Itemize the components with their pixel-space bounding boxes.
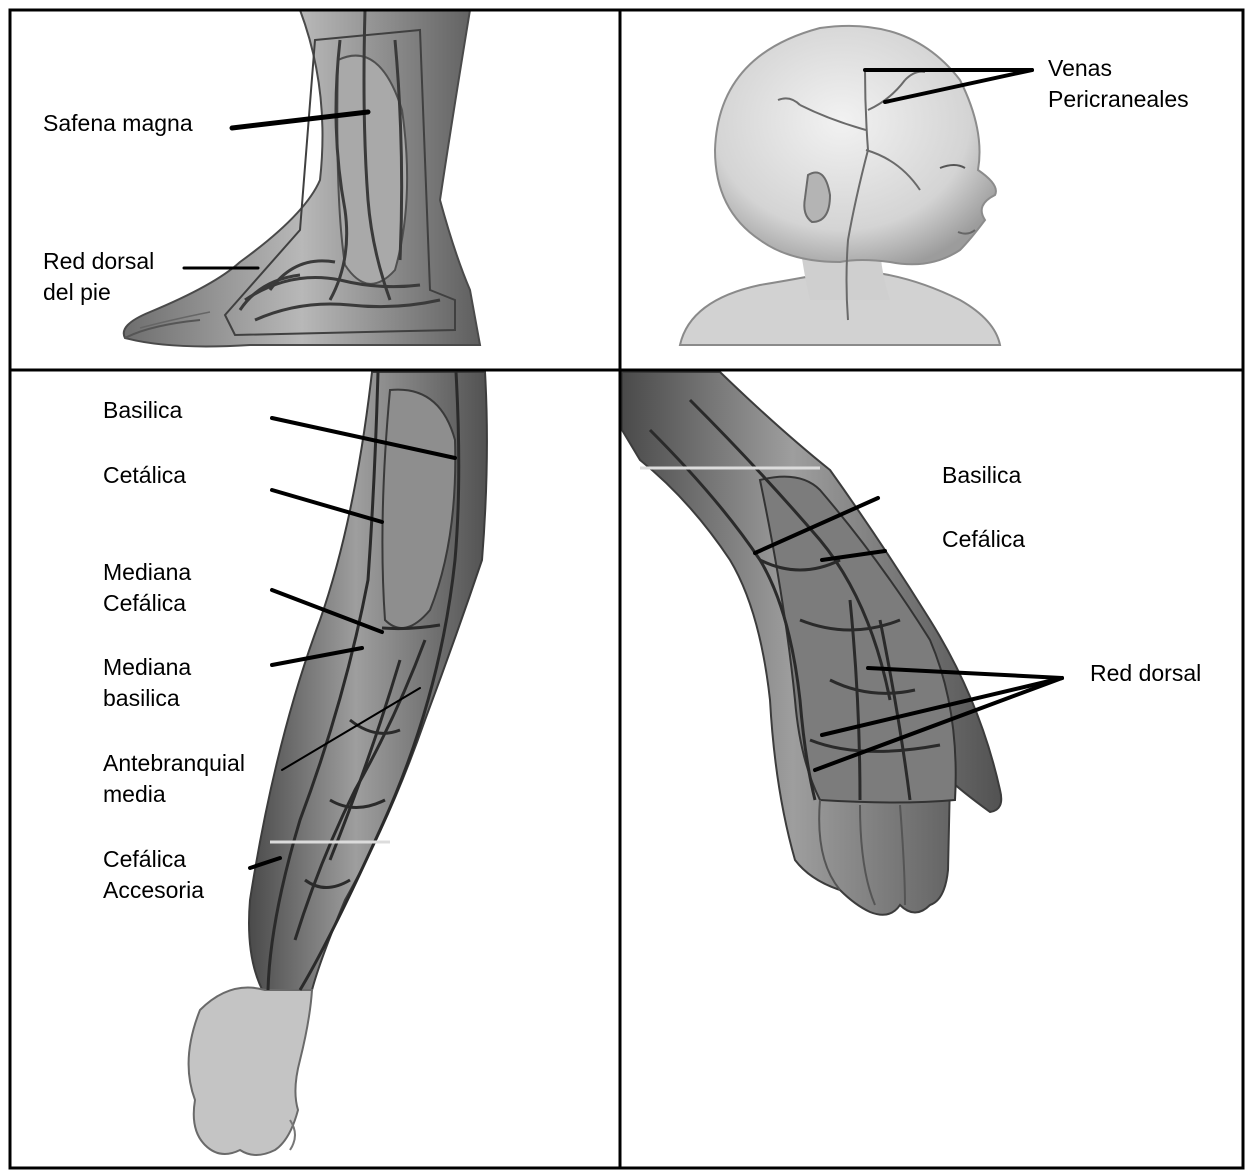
label-red-dorsal-del-pie: Red dorsal del pie [43,246,154,308]
label-line: Accesoria [103,875,204,906]
label-antebranquial-media: Antebranquial media [103,748,245,810]
label-cefalica-hand: Cefálica [942,524,1025,555]
label-line: Basilica [942,460,1021,491]
label-basilica-hand: Basilica [942,460,1021,491]
back-of-hand-illustration [622,372,1001,915]
label-line: del pie [43,277,154,308]
label-line: Mediana [103,652,191,683]
label-red-dorsal: Red dorsal [1090,658,1201,689]
label-safena-magna: Safena magna [43,108,193,139]
label-line: Mediana [103,557,191,588]
label-line: Cefálica [103,588,191,619]
label-line: Red dorsal [1090,658,1201,689]
label-line: Basilica [103,395,182,426]
label-line: basilica [103,683,191,714]
infant-head-illustration [680,26,1000,345]
label-line: Red dorsal [43,246,154,277]
label-line: Safena magna [43,108,193,139]
label-cefalica-accesoria: Cefálica Accesoria [103,844,204,906]
label-line: Pericraneales [1048,84,1189,115]
label-cetalica: Cetálica [103,460,186,491]
label-line: media [103,779,245,810]
label-line: Antebranquial [103,748,245,779]
label-venas-pericraneales: Venas Pericraneales [1048,53,1189,115]
label-basilica: Basilica [103,395,182,426]
label-mediana-basilica: Mediana basilica [103,652,191,714]
label-line: Cefálica [103,844,204,875]
label-line: Cefálica [942,524,1025,555]
label-line: Cetálica [103,460,186,491]
foot-illustration [124,10,480,346]
label-mediana-cefalica: Mediana Cefálica [103,557,191,619]
label-line: Venas [1048,53,1189,84]
grid-frame [10,10,1243,1168]
